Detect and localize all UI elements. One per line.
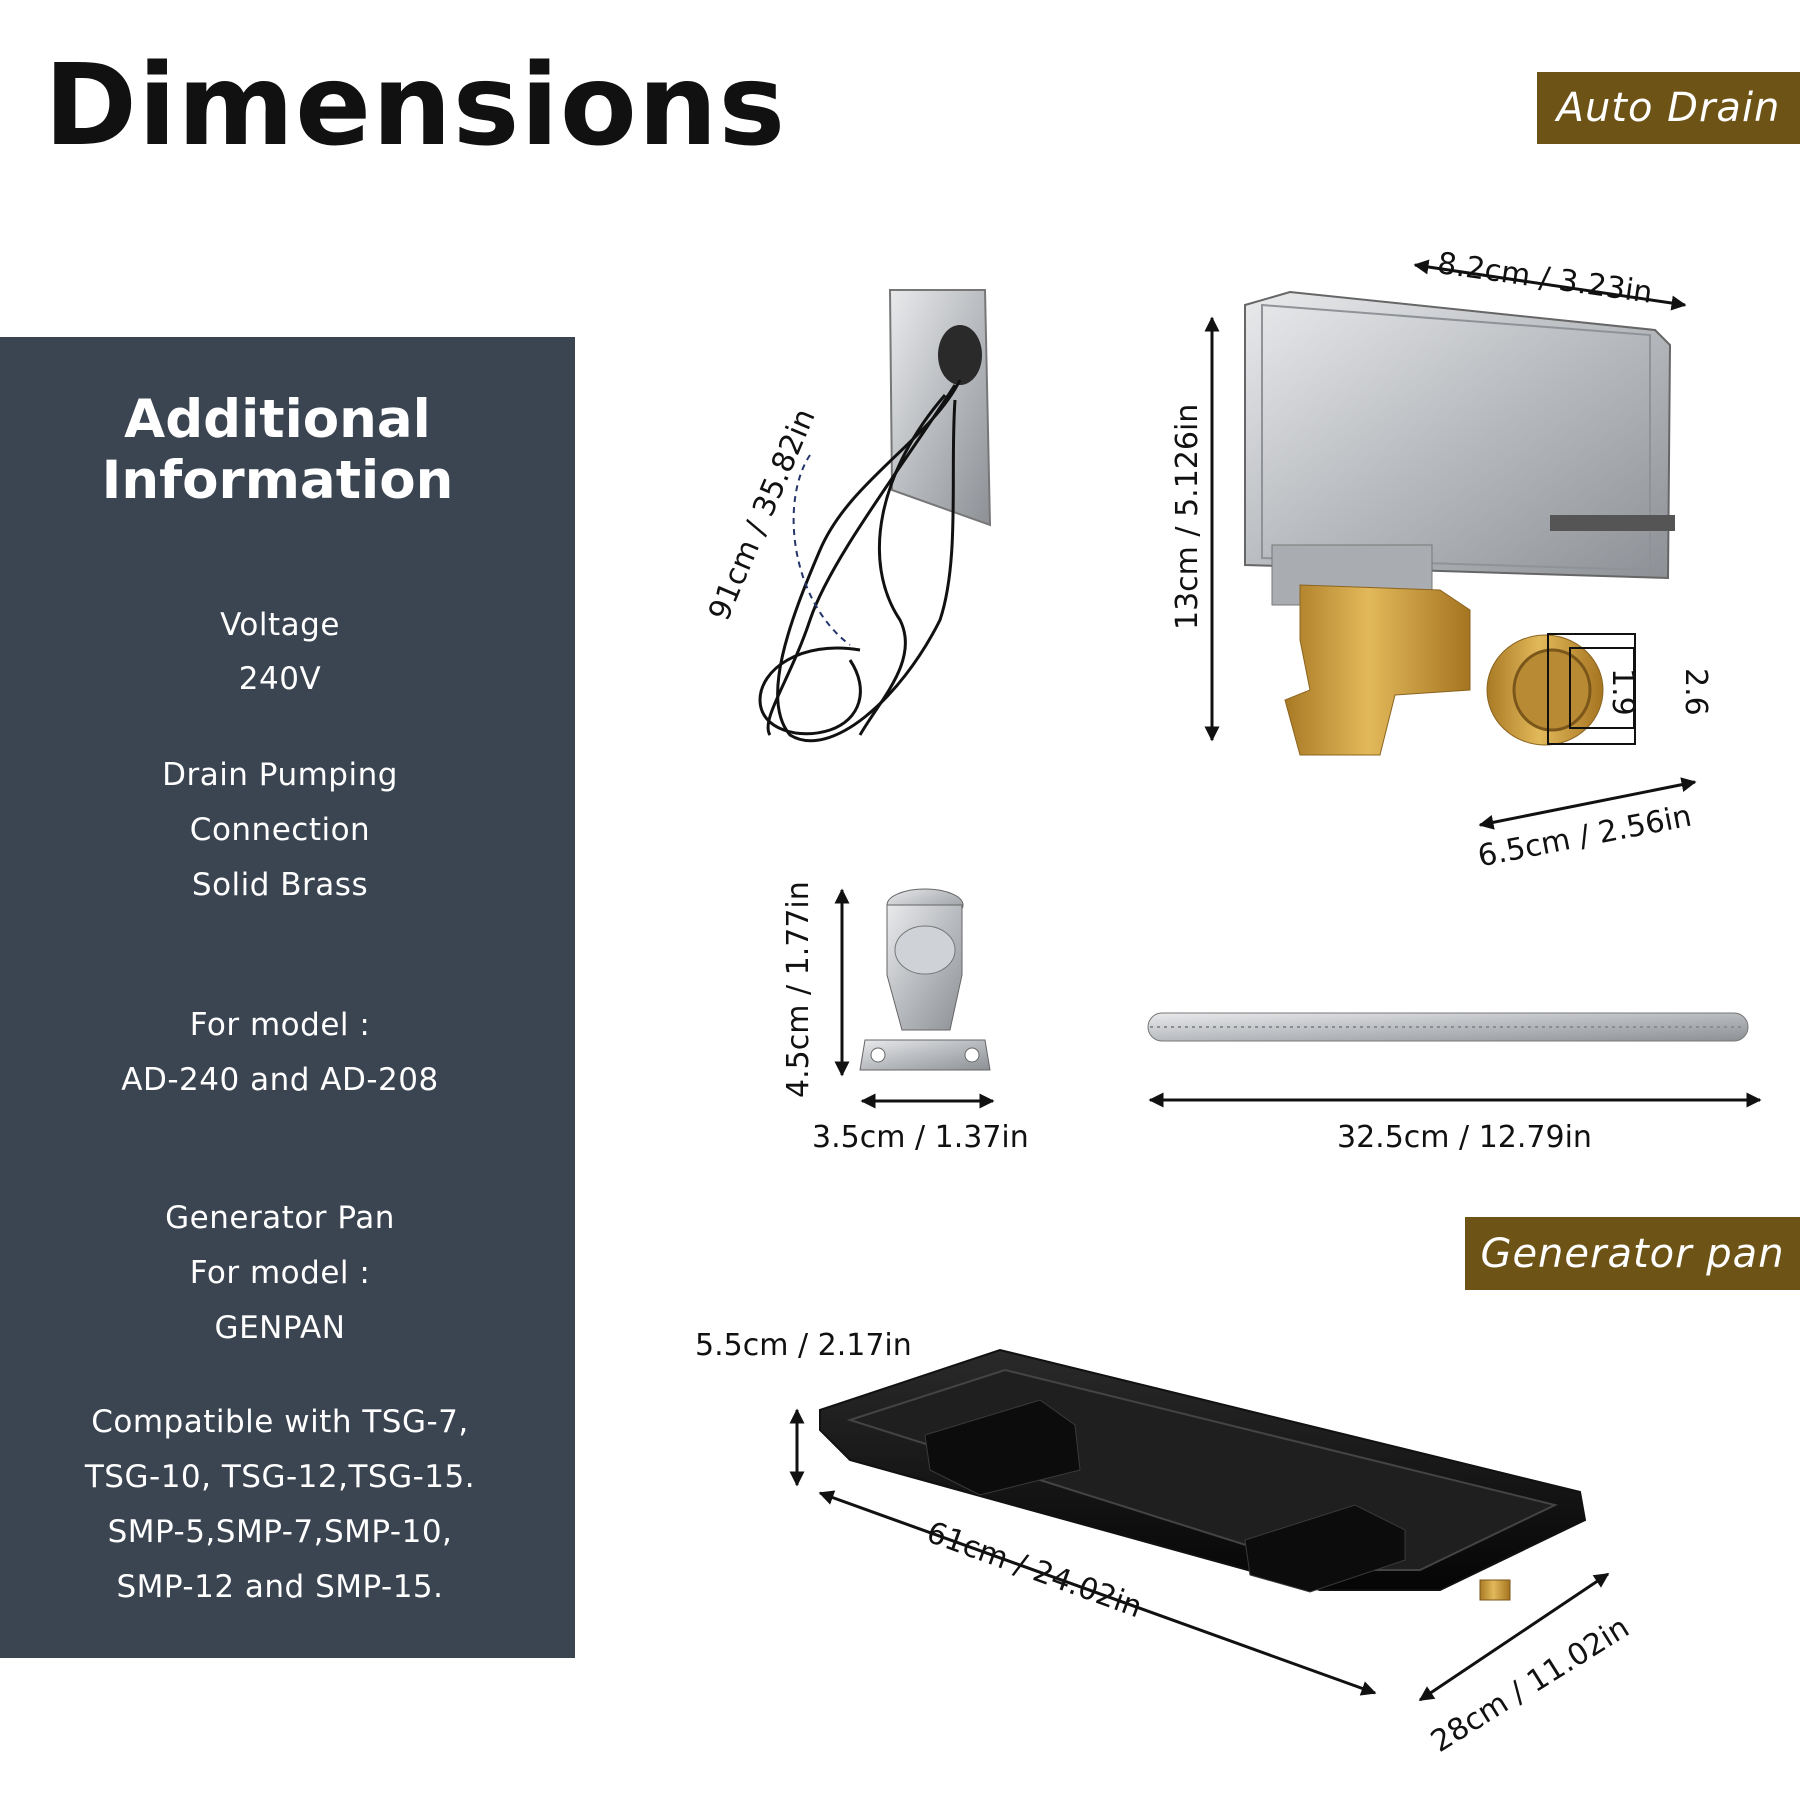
info-line: Compatible with TSG-7, xyxy=(91,1404,469,1440)
conduit-fitting-illustration xyxy=(859,888,991,1071)
valve-outer-label: 2.6 xyxy=(1678,668,1713,716)
info-line: For model : xyxy=(189,1255,371,1291)
info-line: Connection xyxy=(189,812,371,848)
conduit-length-label: 32.5cm / 12.79in xyxy=(1337,1120,1592,1155)
zone-valve-illustration xyxy=(1244,290,1675,756)
info-line: SMP-5,SMP-7,SMP-10, xyxy=(107,1514,453,1550)
generator-pan-illustration xyxy=(819,1348,1587,1601)
info-line: Voltage xyxy=(220,607,340,643)
info-line: GENPAN xyxy=(214,1310,346,1346)
dimension-lines xyxy=(789,259,1762,1702)
flex-conduit-illustration xyxy=(1147,1012,1749,1042)
fitting-width-label: 3.5cm / 1.37in xyxy=(812,1120,1029,1155)
info-line: AD-240 and AD-208 xyxy=(121,1062,439,1098)
auto-drain-tag: Auto Drain xyxy=(1537,72,1800,144)
pan-height-label: 5.5cm / 2.17in xyxy=(695,1328,912,1363)
generator-pan-tag: Generator pan xyxy=(1465,1217,1800,1290)
fitting-height-label: 4.5cm / 1.77in xyxy=(781,881,816,1098)
valve-inner-label: 1.9 xyxy=(1605,668,1640,716)
info-line: For model : xyxy=(189,1007,371,1043)
info-line: 240V xyxy=(238,661,322,697)
panel-heading: Additional Information xyxy=(101,389,454,511)
info-line: SMP-12 and SMP-15. xyxy=(116,1569,444,1605)
wire-harness-illustration xyxy=(758,289,992,743)
info-panel: Additional Information Voltage 240V Drai… xyxy=(0,337,575,1658)
valve-height-label: 13cm / 5.126in xyxy=(1170,403,1205,630)
page-title: Dimensions xyxy=(44,41,787,171)
info-line: TSG-10, TSG-12,TSG-15. xyxy=(84,1459,476,1495)
info-line: Solid Brass xyxy=(191,867,369,903)
info-line: Generator Pan xyxy=(165,1200,395,1236)
info-line: Drain Pumping xyxy=(162,757,398,793)
